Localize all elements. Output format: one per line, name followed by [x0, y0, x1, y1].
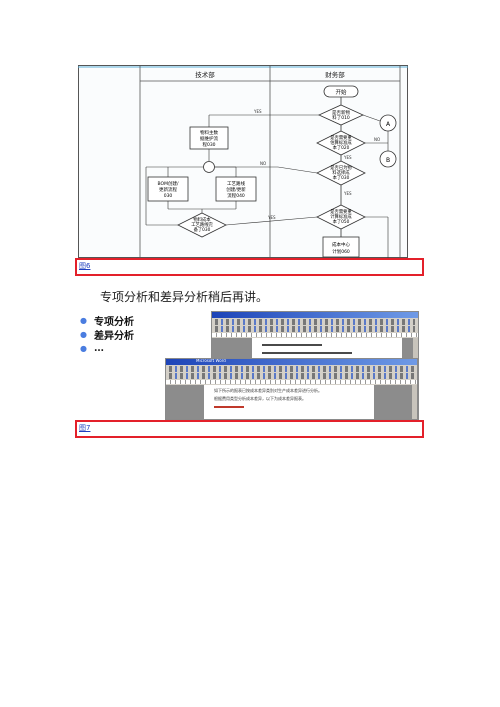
doc-page: 如下所示的报表已按成本差异类别对生产成本差异进行分析。 根据费用类型分析成本差异… — [204, 385, 374, 419]
bullet-item-special-analysis: ● 专项分析 — [80, 313, 134, 328]
decision-re-estimate-line1: 是否需要重 — [330, 134, 352, 141]
decision-routing-line2: 工艺路线完 — [191, 221, 213, 228]
label-yes-2: YES — [267, 215, 276, 220]
bom-create-box — [147, 176, 189, 202]
decision-re-estimate-line2: 估算标准成 — [330, 139, 352, 146]
lane-header-finance: 财务部 — [325, 70, 345, 79]
ruler — [166, 380, 417, 384]
toolbar-row — [215, 319, 415, 325]
bullet-text: … — [94, 342, 104, 354]
decision-cost-selected-line1: 是否已为物 — [330, 164, 352, 171]
decision-new-material-line2: 料了010 — [332, 114, 350, 121]
routing-create-line1: 工艺路线 — [227, 180, 245, 187]
scrollbar[interactable] — [412, 385, 417, 419]
routing-create-line2: 创建/更新 — [226, 186, 246, 193]
decision-routing-line3: 备了030 — [194, 226, 211, 233]
window-title: Microsoft Word — [196, 358, 226, 363]
figure7-caption[interactable]: 图7 — [79, 424, 91, 432]
merge-node — [203, 161, 215, 173]
bom-create-line2: 更新流程 — [159, 186, 177, 193]
flowchart-svg: 技术部 财务部 开始 是否新物 料了010 是否需要重 估算标准成 本了020 … — [78, 65, 408, 258]
routing-create-line3: 流程040 — [227, 192, 245, 199]
cost-center-plan-line2: 计划060 — [332, 248, 350, 255]
word-window-front: Microsoft Word 如下所示的报表已按成本差异类别对生产成本差异进行分… — [165, 358, 418, 420]
toolbar-row — [169, 366, 414, 372]
doc-text-1: 如下所示的报表已按成本差异类别对生产成本差异进行分析。 — [214, 388, 322, 393]
bullet-text: 专项分析 — [94, 316, 134, 328]
toolbar-row — [169, 373, 414, 379]
cost-center-plan-box — [322, 236, 360, 258]
bullet-item-more: ● … — [80, 341, 134, 355]
lane-header-tech: 技术部 — [195, 70, 215, 79]
label-no-2: NO — [260, 161, 266, 166]
toolbar-row — [215, 326, 415, 332]
bullet-dot-icon: ● — [80, 315, 87, 325]
connector-b-label: B — [386, 157, 390, 164]
bullet-dot-icon: ● — [80, 329, 87, 339]
cost-center-plan-line1: 成本中心 — [332, 241, 350, 248]
label-no-1: NO — [374, 137, 380, 142]
bom-create-line3: 030 — [164, 193, 173, 199]
connector-a-label: A — [386, 121, 391, 128]
doc-text-line — [262, 352, 352, 354]
window-titlebar: Microsoft Word — [166, 359, 417, 365]
decision-new-material-line1: 是否新物 — [332, 109, 350, 116]
bom-create-line1: BOM创建/ — [158, 180, 179, 187]
doc-text-line — [262, 344, 322, 346]
decision-cost-selected-line2: 料选择成 — [332, 169, 350, 176]
decision-recalculate-line2: 计算标准成 — [330, 213, 352, 220]
label-yes-4: YES — [343, 191, 352, 196]
bullet-dot-icon: ● — [80, 343, 87, 353]
start-label: 开始 — [335, 88, 347, 96]
decision-routing-complete — [177, 212, 227, 238]
decision-routing-line1: 物料成本 — [193, 216, 211, 223]
doc-text-2: 根据费用类型分析成本差异，以下为成本差异报表。 — [214, 396, 306, 401]
bullet-list: ● 专项分析 ● 差异分析 ● … — [80, 313, 134, 355]
decision-re-estimate-line3: 本了020 — [333, 144, 350, 151]
window-titlebar — [212, 312, 418, 318]
decision-recalculate-line1: 是否需要重 — [330, 208, 352, 215]
ruler — [212, 333, 418, 337]
doc-text-line-highlight — [214, 406, 244, 408]
material-master-line2: 据维护流 — [200, 135, 218, 142]
material-master-line3: 程030 — [202, 141, 215, 148]
body-paragraph: 专项分析和差异分析稍后再讲。 — [100, 290, 269, 304]
bullet-text: 差异分析 — [94, 330, 134, 342]
flowchart-figure: 技术部 财务部 开始 是否新物 料了010 是否需要重 估算标准成 本了020 … — [78, 65, 408, 258]
decision-cost-selected-line3: 本了030 — [333, 174, 350, 181]
decision-recalculate-line3: 本了050 — [333, 218, 350, 225]
material-master-line1: 物料主数 — [200, 129, 218, 136]
bullet-item-variance-analysis: ● 差异分析 — [80, 327, 134, 342]
routing-create-box — [215, 176, 257, 202]
figure7-caption-box: 图7 — [75, 420, 424, 438]
figure6-caption-box: 图6 — [75, 258, 424, 276]
label-yes-1: YES — [253, 109, 262, 114]
figure6-caption[interactable]: 图6 — [79, 262, 91, 270]
label-yes-3: YES — [343, 155, 352, 160]
